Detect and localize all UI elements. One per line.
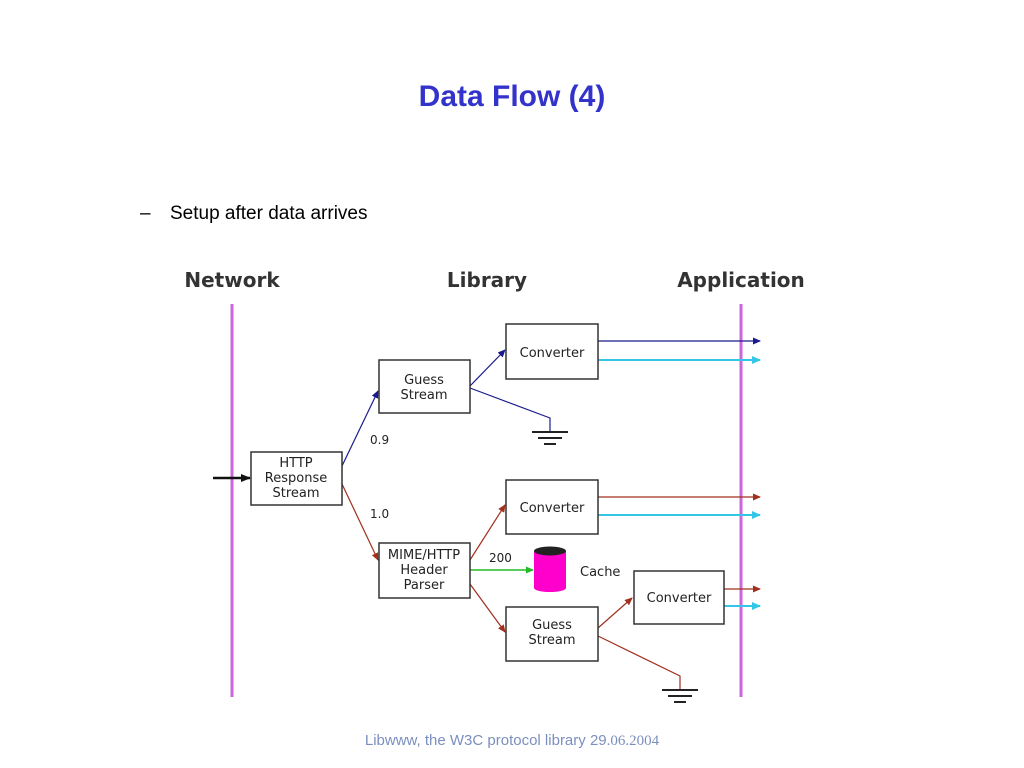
converter-bottom-label: Converter (647, 591, 712, 606)
header-network: Network (184, 268, 280, 292)
arrow-http-to-mime-parser (341, 483, 379, 561)
guess-stream-top-line-2: Stream (400, 388, 447, 403)
mime-parser-line-3: Parser (404, 578, 445, 593)
ground-icon (662, 689, 698, 703)
edge-label-200: 200 (489, 551, 512, 565)
bullet-item: –Setup after data arrives (140, 203, 368, 225)
cache-label: Cache (580, 565, 620, 580)
edge-label-0-9: 0.9 (370, 433, 389, 447)
arrow-parser-to-converter-middle (469, 504, 506, 561)
guess-bottom-to-ground (597, 635, 681, 690)
mime-parser-line-1: MIME/HTTP (388, 548, 460, 563)
http-response-stream-line-3: Stream (272, 486, 319, 501)
edge-label-1-0: 1.0 (370, 507, 389, 521)
guess-stream-top-node: Guess Stream (378, 359, 471, 414)
header-application: Application (677, 268, 805, 292)
guess-stream-bottom-node: Guess Stream (505, 606, 599, 662)
slide-footer: Libwww, the W3C protocol library 29.06.2… (0, 732, 1024, 750)
guess-top-to-ground (469, 387, 551, 432)
converter-bottom-node: Converter (633, 570, 725, 625)
ground-icon (532, 431, 568, 445)
mime-parser-line-2: Header (400, 563, 448, 578)
header-library: Library (447, 268, 527, 292)
converter-middle-node: Converter (505, 479, 599, 535)
converter-top-node: Converter (505, 323, 599, 380)
mime-http-header-parser-node: MIME/HTTP Header Parser (378, 542, 471, 599)
http-response-stream-line-1: HTTP (279, 456, 312, 471)
cache-database-icon (534, 546, 566, 592)
arrow-parser-to-guess-bottom (469, 583, 506, 633)
footer-text: Libwww, the W3C protocol library 29 (364, 732, 607, 749)
http-response-stream-node: HTTP Response Stream (250, 451, 343, 506)
http-response-stream-line-2: Response (265, 471, 327, 486)
arrow-guess-bottom-to-converter-bottom (597, 597, 633, 629)
bullet-text: Setup after data arrives (170, 203, 368, 224)
footer-date: .06.2004 (606, 733, 660, 749)
slide-title: Data Flow (4) (418, 80, 606, 113)
converter-middle-label: Converter (520, 501, 585, 516)
arrow-guess-to-converter-top (469, 349, 506, 387)
guess-stream-bottom-line-2: Stream (528, 633, 575, 648)
guess-stream-top-line-1: Guess (404, 373, 444, 388)
arrow-http-to-guess-top (341, 390, 379, 467)
guess-stream-bottom-line-1: Guess (532, 618, 572, 633)
converter-top-label: Converter (520, 346, 585, 361)
bullet-dash: – (140, 203, 151, 224)
